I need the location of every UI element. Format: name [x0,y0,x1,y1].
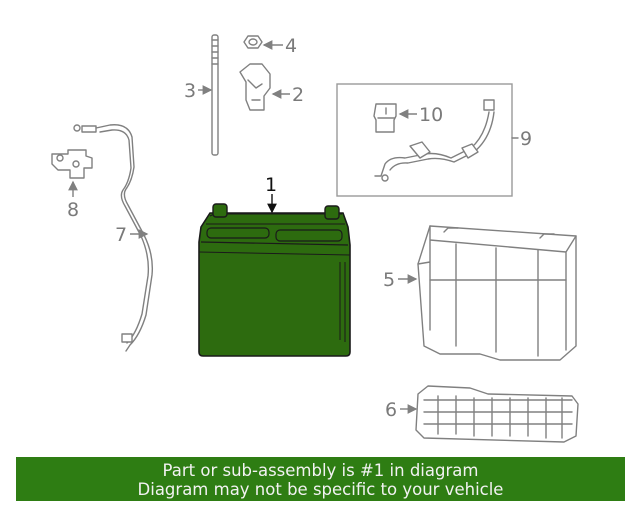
clamp-part [239,63,271,111]
sub-cable-part [374,99,495,182]
callout-1: 1 [265,174,277,214]
callout-5: 5 [383,269,418,291]
callout-7: 7 [115,224,149,246]
svg-text:3: 3 [184,80,196,102]
parts-diagram: 1 2 3 4 5 6 7 8 9 10 [51,34,579,443]
svg-text:10: 10 [419,104,443,126]
nut-part [243,35,263,49]
svg-text:6: 6 [385,399,397,421]
banner-line-1: Part or sub-assembly is #1 in diagram [162,461,479,480]
svg-text:2: 2 [292,84,304,106]
battery-cable-part [73,124,154,352]
tray-cover-part [415,385,579,443]
svg-text:9: 9 [520,128,532,150]
callout-4: 4 [262,35,297,57]
svg-text:8: 8 [67,199,79,221]
terminal-bracket-part [51,149,93,179]
banner-line-2: Diagram may not be specific to your vehi… [137,480,504,499]
svg-text:5: 5 [383,269,395,291]
callout-2: 2 [271,84,304,106]
sub-assembly-frame [336,83,519,197]
svg-text:1: 1 [265,174,277,196]
disclaimer-banner: Part or sub-assembly is #1 in diagram Di… [16,457,625,501]
clip-part [373,103,397,133]
callout-8: 8 [67,180,79,221]
callout-9: 9 [520,128,532,150]
battery-part [198,203,351,357]
svg-text:7: 7 [115,224,127,246]
callout-6: 6 [385,399,418,421]
battery-tray-part [417,225,577,361]
svg-text:4: 4 [285,35,297,57]
callout-10: 10 [398,104,443,126]
hold-down-rod-part [211,34,219,156]
callout-3: 3 [184,80,213,102]
